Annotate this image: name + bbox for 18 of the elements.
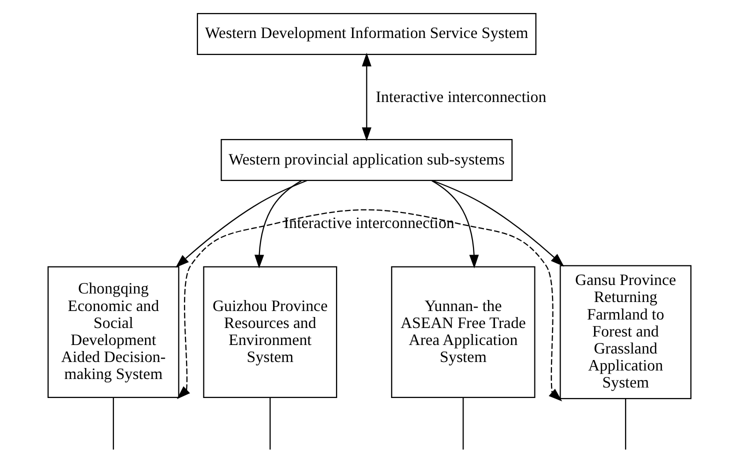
node-box: Guizhou Province Resources and Environment System (203, 266, 338, 398)
node-box: Western provincial application sub-systems (220, 138, 513, 181)
arrow (176, 180, 308, 268)
edge-label: Interactive interconnection (376, 88, 546, 106)
edge-label: Interactive interconnection (284, 214, 454, 232)
node-box: Yunnan- the ASEAN Free Trade Area Application System (391, 266, 536, 398)
connector (270, 397, 271, 450)
node-box: Chongqing Economic and Social Development Aided Decision-making System (48, 266, 180, 398)
arrow (432, 180, 479, 268)
connector (625, 398, 626, 450)
arrow (432, 179, 564, 266)
arrow (362, 52, 372, 141)
node-box: Gansu Province Returning Farmland to Forest and Grassland Application System (560, 264, 692, 399)
arrow (254, 180, 302, 268)
connector (112, 397, 114, 450)
node-box: Western Development Information Service System (196, 12, 536, 54)
connector (462, 397, 464, 450)
arrow (176, 208, 562, 401)
